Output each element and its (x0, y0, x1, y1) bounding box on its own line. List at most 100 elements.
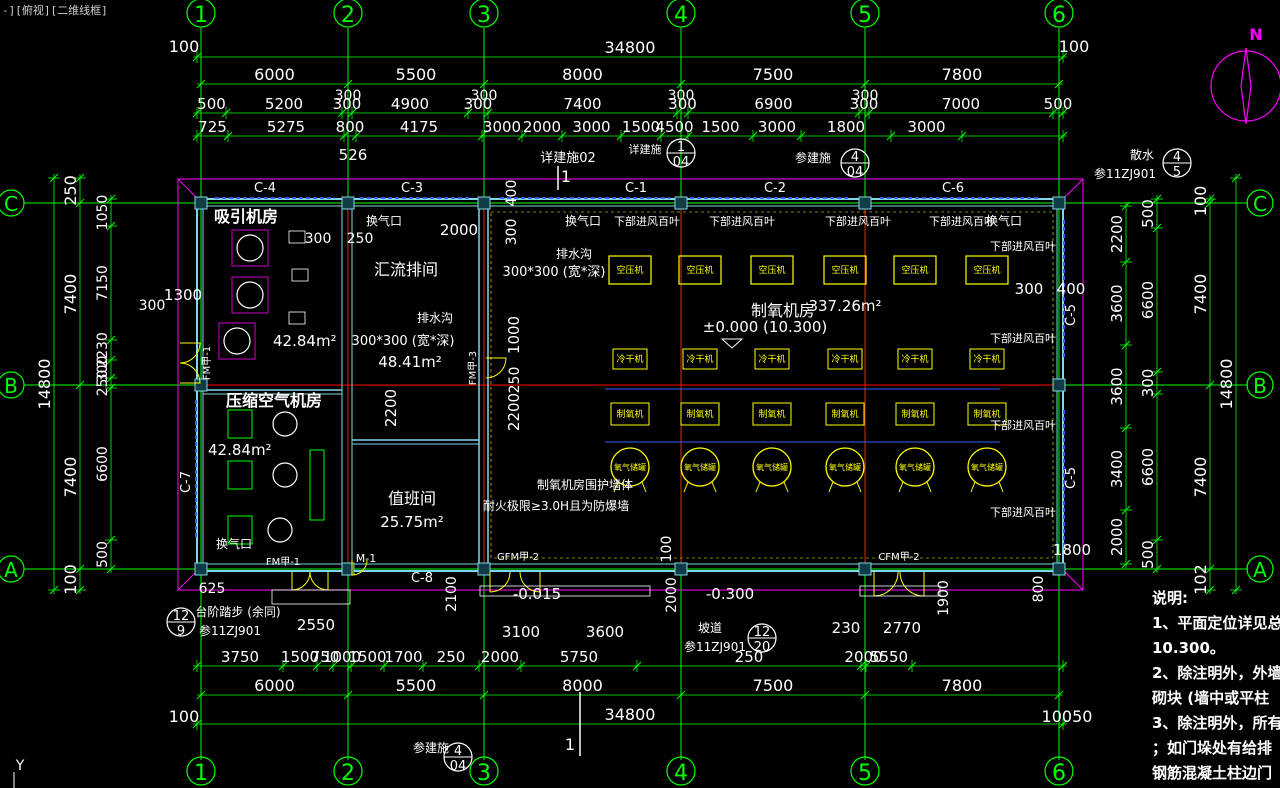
axis-bubble-left (0, 189, 25, 217)
tank-leg (998, 481, 1004, 493)
dim-top-row3-tick (796, 131, 806, 141)
dim-label: 1900 (936, 580, 952, 616)
oxygen-tank (895, 447, 935, 487)
firewall-label: 制氧机房围护墙体 (537, 477, 633, 492)
column (674, 196, 688, 210)
door-tag: M-1 (356, 552, 376, 565)
dim-bottom-row1-tick (328, 661, 338, 671)
axis-label-left: B (4, 374, 18, 398)
dim-bottom-row1-label: 250 (735, 648, 764, 666)
dim-label: 300 (335, 88, 362, 104)
window-tag: C-6 (942, 181, 964, 196)
north-label: N (1249, 25, 1262, 44)
dim-left-inner-tick (106, 535, 116, 545)
dim-label: 10050 (1042, 707, 1093, 726)
dim-top-row2-tick (347, 108, 357, 118)
dim-top-row2-label: 6900 (754, 95, 792, 113)
dim-top-row3-label: 1800 (827, 118, 865, 136)
valve-box (288, 230, 306, 244)
dim-top-total-tick (192, 52, 202, 62)
tank-leg (856, 481, 862, 493)
dim-label: 300 (504, 219, 520, 246)
air-tank-icon (267, 517, 293, 543)
dim-right-sub-tick (1121, 201, 1131, 211)
dim-top-row3-label: 1500 (701, 118, 739, 136)
generator-label: 制氧机 (758, 408, 785, 420)
dim-top-row3-tick (351, 131, 361, 141)
dim-right-outer-tick (1205, 380, 1215, 390)
dryer-unit (612, 348, 648, 370)
section-mark: 1 (565, 735, 575, 754)
dim-label: 400 (1057, 280, 1086, 298)
dim-top-row1-label: 6000 (254, 65, 295, 84)
dim-left-inner-label: 250 (95, 370, 111, 397)
room-area-duty: 25.75m² (380, 513, 444, 531)
column (341, 196, 355, 210)
dim-top-row1-tick (1054, 79, 1064, 89)
dim-right-inner-tick (1152, 223, 1162, 233)
generator-label: 制氧机 (686, 408, 713, 420)
dim-right-inner-label: 300 (1139, 369, 1157, 398)
dim-bottom-row2-tick (479, 690, 489, 700)
walls (177, 178, 1084, 605)
dim-left-total-tick (49, 585, 59, 595)
window-tag: C-7 (179, 471, 194, 493)
dim-right-sub-tick (1121, 423, 1131, 433)
dim-left-inner-tick (106, 383, 116, 393)
door-arc (179, 342, 201, 384)
compressor-unit (965, 255, 1009, 285)
column (477, 562, 491, 576)
compressor-label: 空压机 (758, 264, 785, 276)
drain-label: 排水沟 (417, 311, 453, 325)
dim-bottom-row1-tick (474, 661, 484, 671)
window-tag: C-5 (1064, 304, 1079, 326)
detail-bubble-bottom: 04 (673, 155, 690, 170)
dim-left-outer-tick (75, 173, 85, 183)
oxygen-tank (680, 447, 720, 487)
axis-bubble-top (1044, 0, 1074, 28)
louver-label: 下部进风百叶 (614, 214, 680, 228)
room-area-compressor: 42.84m² (208, 441, 272, 459)
door-tag: CFM甲-2 (878, 552, 919, 563)
tank-leg (683, 481, 689, 493)
room-area-suction: 42.84m² (273, 332, 337, 350)
dim-left-outer-label: 7400 (61, 274, 80, 315)
dim-left-outer-tick (75, 198, 85, 208)
axis-label-bottom: 3 (477, 761, 491, 786)
room-area-oxygen: 337.26m² (808, 297, 881, 315)
dim-label: 100 (1059, 37, 1090, 56)
dim-bottom-row1-label: 3750 (221, 648, 259, 666)
dim-top-total-tick (1058, 52, 1068, 62)
dim-left-inner-label: 300 (95, 356, 111, 383)
air-compressor (227, 409, 253, 439)
step (271, 589, 351, 605)
dim-bottom-row1-tick (379, 661, 389, 671)
axis-bubble-bottom (469, 756, 499, 786)
dim-bottom-row1-tick (418, 661, 428, 671)
dim-top-row2-label: 500 (1044, 95, 1073, 113)
valve-box (288, 311, 306, 325)
dim-top-row3-tick (683, 131, 693, 141)
column (477, 196, 491, 210)
pump-frame (218, 322, 256, 360)
generator-unit (752, 402, 792, 426)
dim-right-outer-label: 102 (1191, 564, 1210, 595)
dim-top-row2-tick (683, 108, 693, 118)
dim-top-row3-tick (477, 131, 487, 141)
dim-top-row3-label: 2000 (523, 118, 561, 136)
axis-label-right: A (1253, 558, 1267, 582)
axis-label-right: C (1253, 192, 1267, 216)
dim-label: 300 (668, 88, 695, 104)
viewport-label[interactable]: -][俯视][二维线框] (2, 4, 108, 17)
tank-leg (783, 481, 789, 493)
dim-left-inner-tick (106, 221, 116, 231)
dim-right-outer-label: 100 (1191, 186, 1210, 217)
dim-left-total-label: 14800 (35, 359, 54, 410)
dim-bottom-row1-label: 5550 (870, 648, 908, 666)
dim-top-row1-label: 7800 (942, 65, 983, 84)
dim-top-row3-tick (557, 131, 567, 141)
window-tag: C-1 (625, 181, 647, 196)
axis-bubble-top (333, 0, 363, 28)
